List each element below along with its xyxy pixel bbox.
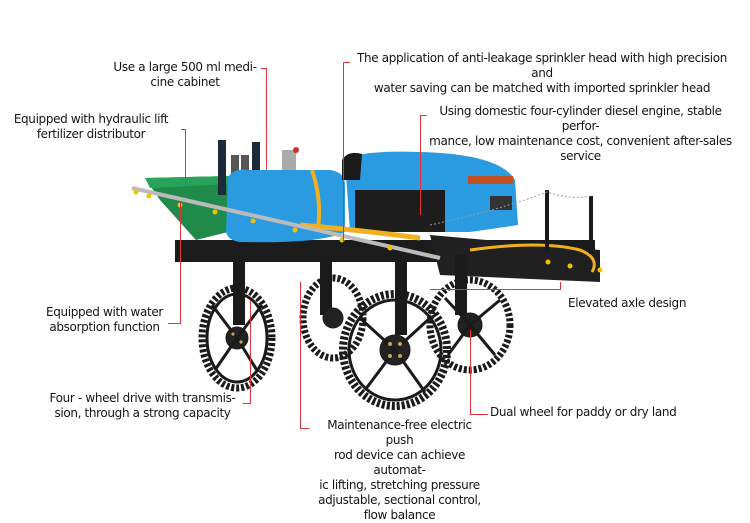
leader-axle-v [560, 282, 561, 290]
callout-diesel-engine: Using domestic four-cylinder diesel engi… [429, 104, 732, 163]
callout-electric-push-rod: Maintenance-free electric push rod devic… [318, 418, 481, 522]
fertilizer-spreader [145, 176, 230, 240]
callout-dual-wheel: Dual wheel for paddy or dry land [490, 405, 677, 419]
headlight [468, 176, 513, 184]
callout-medicine-cabinet: Use a large 500 ml medi- cine cabinet [113, 60, 257, 89]
leader-sprinkler-v [343, 62, 344, 242]
rear-left-leg [233, 255, 245, 325]
leader-4wd-v [250, 300, 251, 404]
leader-push-rod-h [300, 428, 309, 429]
nozzles [133, 189, 603, 273]
leader-fertilizer-v [185, 129, 186, 185]
steering-wheel [342, 152, 362, 180]
sprayer-illustration [131, 140, 603, 410]
leader-4wd-h [243, 403, 251, 404]
leader-sprinkler-h [343, 62, 350, 63]
leader-engine-v [420, 115, 421, 215]
leader-water-v [180, 202, 181, 324]
leader-dual-wheel-h [470, 414, 488, 415]
engine-block [355, 190, 445, 232]
leader-medicine-cabinet-h [261, 68, 267, 69]
callout-sprinkler-head: The application of anti-leakage sprinkle… [356, 51, 728, 95]
yellow-hose [299, 222, 421, 241]
callout-water-absorption: Equipped with water absorption function [45, 305, 163, 334]
leader-medicine-cabinet-v [266, 68, 267, 170]
callout-elevated-axle: Elevated axle design [568, 296, 687, 310]
leader-axle-h [430, 289, 561, 290]
valve-assembly [282, 150, 296, 170]
leader-water-h [168, 323, 181, 324]
leader-push-rod-v [300, 282, 301, 429]
callout-fertilizer-distributor: Equipped with hydraulic lift fertilizer … [13, 112, 169, 141]
exhaust-pipe [218, 140, 226, 195]
leader-engine-h [420, 115, 427, 116]
leader-dual-wheel-v [470, 330, 471, 415]
wheel-rear-right [299, 274, 367, 362]
leader-fertilizer-h [181, 129, 186, 130]
callout-four-wheel-drive: Four - wheel drive with transmis- sion, … [49, 391, 236, 420]
